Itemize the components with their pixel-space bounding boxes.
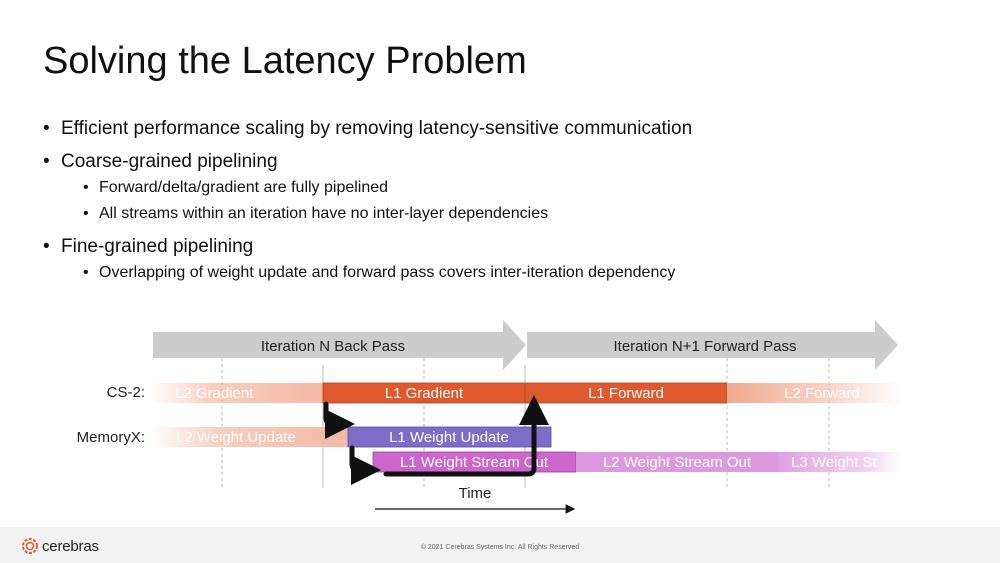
block-l1-forward-label: L1 Forward (588, 385, 664, 402)
company-logo: cerebras (22, 535, 99, 557)
block-l1-gradient-label: L1 Gradient (385, 385, 464, 402)
cerebras-logo-icon (22, 538, 38, 554)
bullet-latency-scaling: Efficient performance scaling by removin… (43, 118, 692, 140)
dependency-arrow-stream-to-forward (383, 395, 549, 477)
block-l2-gradient-label: L2 Gradient (175, 385, 254, 402)
copyright-text: © 2021 Cerebras Systems Inc. All Rights … (420, 544, 580, 551)
dependency-arrow-gradient-to-update (323, 401, 355, 439)
forward-pass-label: Iteration N+1 Forward Pass (614, 338, 797, 355)
time-label: Time (459, 485, 492, 502)
sub-bullet-no-dependencies: All streams within an iteration have no … (83, 205, 548, 223)
grid-lines (221, 352, 830, 488)
block-l2-weight-update-label: L2 Weight Update (176, 429, 296, 446)
block-l2-forward-label: L2 Forward (784, 385, 860, 402)
bullet-fine-grained: Fine-grained pipelining (43, 236, 253, 258)
row-label-cs2: CS-2: (107, 384, 145, 401)
sub-bullet-overlapping: Overlapping of weight update and forward… (83, 264, 675, 282)
back-pass-arrow (153, 320, 526, 370)
row-label-memoryx: MemoryX: (77, 429, 145, 446)
pipeline-diagram: Iteration N Back Pass Iteration N+1 Forw… (77, 320, 902, 514)
logo-wordmark: cerebras (42, 537, 99, 555)
block-l3-weight-stream (778, 452, 902, 472)
block-l2-weight-stream-out (576, 452, 778, 472)
footer-bar: cerebras © 2021 Cerebras Systems Inc. Al… (0, 527, 1000, 563)
forward-pass-arrow (527, 320, 898, 370)
block-l1-weight-update-label: L1 Weight Update (389, 429, 509, 446)
dependency-arrow-update-to-stream (349, 445, 381, 485)
bullet-coarse-grained: Coarse-grained pipelining (43, 151, 277, 173)
dependency-arrows (323, 395, 549, 485)
block-l2-weight-update (150, 427, 348, 447)
block-l2-gradient (150, 383, 323, 403)
page-title: Solving the Latency Problem (43, 40, 527, 82)
block-l3-weight-stream-label: L3 Weight St (791, 454, 877, 471)
sub-bullet-fully-pipelined: Forward/delta/gradient are fully pipelin… (83, 179, 388, 197)
block-l2-forward (727, 383, 902, 403)
block-l1-weight-stream-out-label: L1 Weight Stream Out (400, 454, 549, 471)
block-l2-weight-stream-out-label: L2 Weight Stream Out (603, 454, 752, 471)
back-pass-label: Iteration N Back Pass (261, 338, 405, 355)
